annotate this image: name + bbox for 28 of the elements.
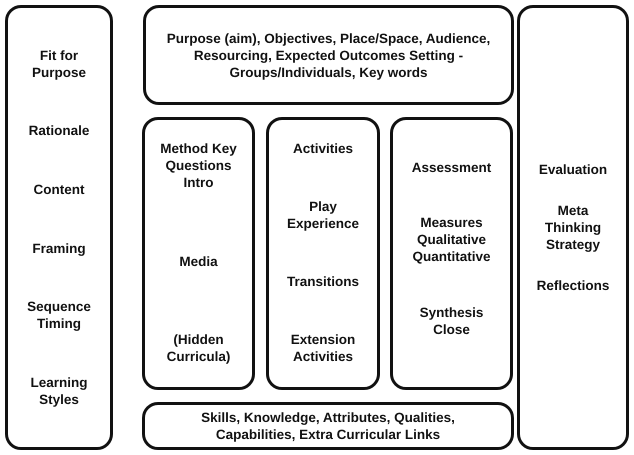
rounded-panel — [390, 117, 513, 390]
rounded-panel — [143, 5, 514, 105]
panel-text: Activities — [292, 140, 354, 157]
panel-text: Content — [32, 181, 86, 198]
rounded-panel — [142, 402, 514, 450]
rounded-panel — [517, 5, 629, 450]
panel-text: Rationale — [28, 122, 90, 140]
panel-text: Measures Qualitative Quantitative — [411, 214, 492, 266]
panel-text: Purpose (aim), Objectives, Place/Space, Audience, Resourcing, Expected Outcomes Setting - Groups/Individuals, Key words — [166, 30, 492, 80]
panel-text: Meta Thinking Strategy — [544, 202, 602, 253]
panel-text: Transitions — [286, 273, 360, 290]
panel-text: Synthesis Close — [418, 304, 484, 338]
rounded-panel — [5, 5, 113, 450]
panel-text: Sequence Timing — [26, 298, 92, 332]
panel-text: Evaluation — [538, 161, 608, 178]
panel-text: Method Key Questions Intro — [159, 140, 238, 191]
panel-text: Skills, Knowledge, Attributes, Qualities, Capabilities, Extra Curricular Links — [200, 409, 456, 443]
panel-text: Extension Activities — [290, 331, 356, 365]
rounded-panel — [142, 117, 255, 390]
panel-text: Play Experience — [286, 198, 360, 232]
panel-text: Fit for Purpose — [30, 46, 87, 81]
panel-text: Assessment — [410, 159, 492, 176]
panel-text: Reflections — [536, 277, 610, 294]
rounded-panel — [266, 117, 380, 390]
panel-text: Media — [178, 252, 219, 270]
panel-text: Learning Styles — [29, 374, 88, 408]
panel-text: (Hidden Curricula) — [166, 331, 232, 365]
panel-text: Framing — [31, 240, 87, 257]
